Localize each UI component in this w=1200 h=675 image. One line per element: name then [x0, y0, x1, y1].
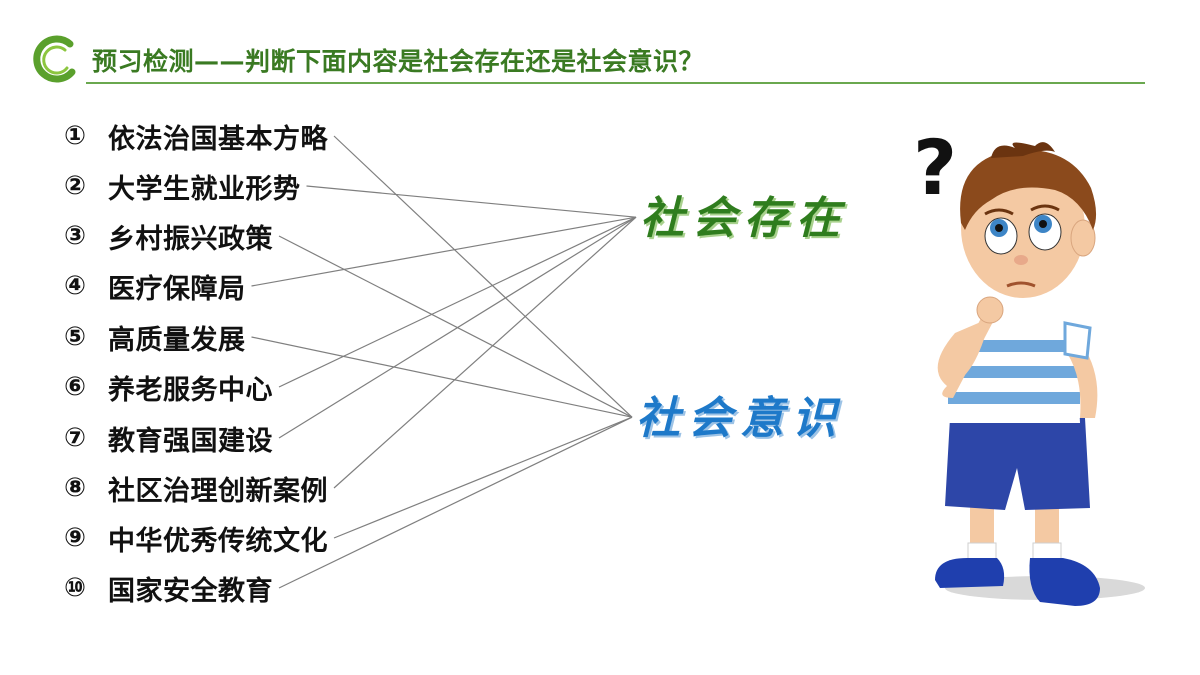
item-number: ⑧	[64, 473, 87, 503]
connector-line	[251, 216, 637, 287]
item-label: 医疗保障局	[108, 273, 246, 305]
list-item: ⑥ 养老服务中心	[64, 367, 273, 407]
item-label: 教育强国建设	[108, 425, 273, 457]
page-title: 预习检测——判断下面内容是社会存在还是社会意识？	[92, 47, 705, 76]
item-number: ⑩	[64, 573, 87, 603]
connector-line	[278, 416, 633, 589]
item-number: ④	[64, 271, 87, 301]
thinking-boy-icon: ?	[913, 123, 1145, 606]
category-social-consciousness: 社会意识	[636, 393, 844, 444]
connector-line	[333, 216, 637, 489]
question-mark-icon: ?	[913, 123, 957, 212]
list-item: ⑩ 国家安全教育	[64, 568, 273, 608]
list-item: ① 依法治国基本方略	[64, 116, 328, 156]
item-label: 依法治国基本方略	[108, 123, 328, 155]
connector-line	[251, 336, 633, 418]
title-divider	[86, 82, 1145, 84]
item-label: 国家安全教育	[108, 575, 273, 607]
item-label: 中华优秀传统文化	[108, 525, 328, 557]
list-item: ⑤ 高质量发展	[64, 317, 246, 357]
connector-line	[306, 185, 637, 218]
item-label: 大学生就业形势	[108, 173, 301, 205]
connector-line	[278, 216, 637, 439]
slide-header: 预习检测——判断下面内容是社会存在还是社会意识？	[30, 32, 1145, 84]
item-number: ⑤	[64, 322, 87, 352]
item-label: 养老服务中心	[108, 374, 273, 406]
item-number: ⑦	[64, 423, 87, 453]
item-number: ③	[64, 221, 87, 251]
connector-line	[278, 216, 637, 388]
list-item: ⑦ 教育强国建设	[64, 418, 273, 458]
list-item: ② 大学生就业形势	[64, 166, 301, 206]
item-number: ①	[64, 121, 87, 151]
item-number: ⑨	[64, 523, 87, 553]
connector-line	[333, 135, 633, 418]
item-label: 社区治理创新案例	[108, 475, 328, 507]
list-item: ⑧ 社区治理创新案例	[64, 468, 328, 508]
list-item: ④ 医疗保障局	[64, 266, 246, 306]
item-number: ⑥	[64, 372, 87, 402]
item-label: 高质量发展	[108, 324, 246, 356]
list-item: ③ 乡村振兴政策	[64, 216, 273, 256]
category-social-existence: 社会存在	[640, 193, 848, 244]
item-number: ②	[64, 171, 87, 201]
item-label: 乡村振兴政策	[108, 223, 273, 255]
connector-line	[278, 235, 633, 418]
ring-logo-icon	[33, 35, 76, 83]
list-item: ⑨ 中华优秀传统文化	[64, 518, 328, 558]
connector-line	[333, 416, 633, 539]
